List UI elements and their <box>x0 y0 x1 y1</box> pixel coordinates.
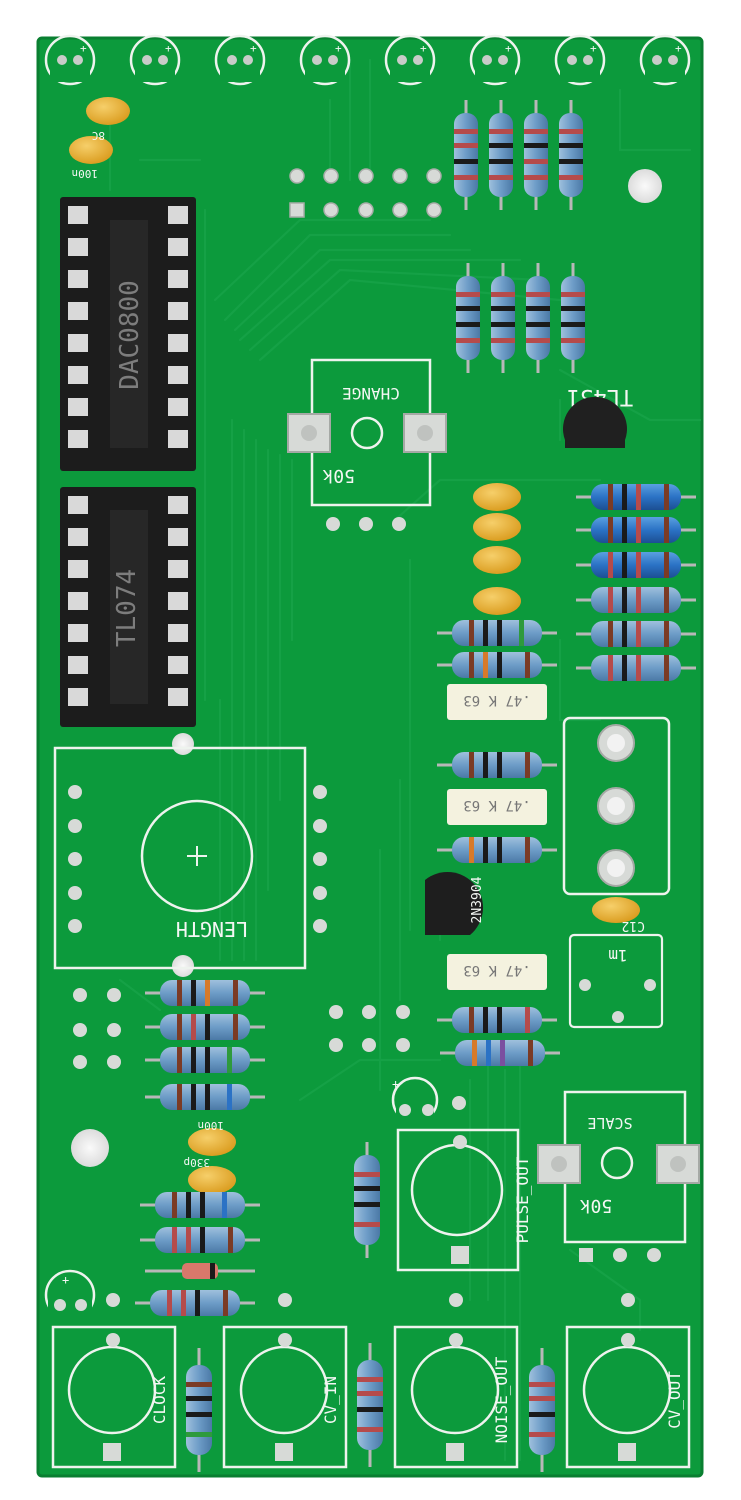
transistor-2n3904: 2N3904 <box>425 871 485 935</box>
voltage-reference-tl431: TL431 <box>563 384 633 448</box>
svg-text:LENGTH: LENGTH <box>176 917 248 941</box>
header-pads <box>289 168 442 218</box>
svg-text:+: + <box>505 42 512 55</box>
copper-traces <box>108 58 702 1462</box>
svg-text:.47 K 63: .47 K 63 <box>463 962 530 978</box>
svg-text:330p: 330p <box>184 1156 211 1169</box>
capacitor-c12: C12 1m <box>568 897 664 1029</box>
top-connector-row: + + + + + + + + <box>44 34 691 86</box>
pot-length: LENGTH <box>53 746 327 970</box>
svg-text:.47 K 63: .47 K 63 <box>463 797 530 813</box>
svg-text:PULSE_OUT: PULSE_OUT <box>513 1156 532 1243</box>
svg-text:C12: C12 <box>622 918 645 933</box>
pad-grid-left <box>73 988 121 1069</box>
pad-footprint-3 <box>562 716 671 896</box>
svg-text:NOISE_OUT: NOISE_OUT <box>492 1356 511 1443</box>
diode <box>145 1263 255 1279</box>
svg-text:+: + <box>250 42 257 55</box>
mounting-hole <box>71 1129 109 1167</box>
svg-text:50k: 50k <box>322 465 355 486</box>
svg-text:.47 K 63: .47 K 63 <box>463 692 530 708</box>
svg-text:1m: 1m <box>608 946 627 965</box>
led-footprint: + <box>391 1076 466 1127</box>
led-footprint-bottom: + <box>44 1269 96 1324</box>
svg-text:TL074: TL074 <box>112 569 142 647</box>
jack-cv-in: CV_IN <box>222 1293 348 1469</box>
svg-text:+: + <box>590 42 597 55</box>
middle-components: .47 K 63 .47 K 63 .47 K 63 <box>437 620 560 1066</box>
resistor-stack-right <box>576 484 696 681</box>
svg-text:100n: 100n <box>72 167 99 180</box>
resistor-vertical-bottom <box>186 1343 555 1472</box>
jack-clock: CLOCK <box>51 1293 177 1469</box>
ic-socket-tl074: TL074 <box>60 487 196 727</box>
jack-cv-out: CV_OUT <box>565 1293 691 1469</box>
svg-text:+: + <box>392 1077 399 1091</box>
svg-text:CLOCK: CLOCK <box>150 1376 169 1425</box>
svg-text:CV_IN: CV_IN <box>321 1376 340 1424</box>
svg-text:+: + <box>335 42 342 55</box>
trimmer-change: CHANGE 50k <box>287 358 447 531</box>
pad-grid-center <box>329 1005 410 1052</box>
svg-text:CV_OUT: CV_OUT <box>665 1371 684 1429</box>
svg-text:DAC0800: DAC0800 <box>115 280 145 390</box>
svg-text:+: + <box>420 42 427 55</box>
jack-pulse-out: PULSE_OUT <box>396 1128 532 1272</box>
svg-text:+: + <box>62 1273 69 1287</box>
trimmer-scale: SCALE 50k <box>537 1090 700 1262</box>
svg-text:+: + <box>165 42 172 55</box>
svg-text:2N3904: 2N3904 <box>470 876 485 923</box>
resistor-vertical <box>354 1142 380 1258</box>
svg-text:8C: 8C <box>92 129 105 142</box>
svg-text:SCALE: SCALE <box>587 1114 632 1132</box>
svg-text:100n: 100n <box>198 1119 225 1132</box>
capacitor-column <box>473 483 521 615</box>
resistor-stack-lower-left: 100n 330p <box>135 980 265 1316</box>
ceramic-capacitor: 8C 100n <box>69 97 130 180</box>
jack-noise-out: NOISE_OUT <box>393 1293 519 1469</box>
ic-socket-dac0800: DAC0800 <box>60 197 196 471</box>
svg-text:CHANGE: CHANGE <box>342 384 400 403</box>
mounting-hole <box>172 955 194 977</box>
svg-text:50k: 50k <box>580 1195 613 1216</box>
mounting-hole <box>172 733 194 755</box>
mounting-hole <box>628 169 662 203</box>
resistor-array-top <box>454 100 585 373</box>
svg-text:+: + <box>80 42 87 55</box>
svg-text:+: + <box>675 42 682 55</box>
